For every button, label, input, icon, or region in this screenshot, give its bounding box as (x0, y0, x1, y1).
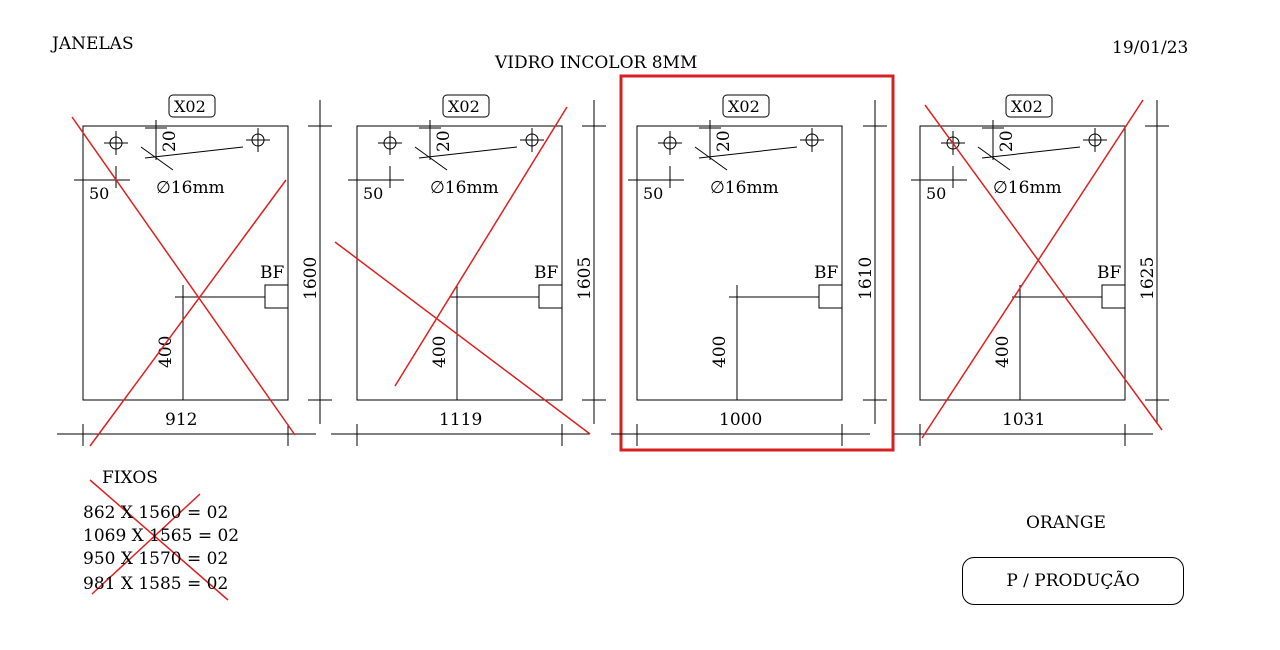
handle-box (264, 284, 289, 309)
leader-line (694, 146, 728, 171)
handle-box (1101, 284, 1126, 309)
handle-box (538, 284, 563, 309)
hole-offset-label: 20 (434, 130, 454, 152)
hole-icon (520, 128, 544, 152)
hole-diameter-label: ∅16mm (430, 178, 499, 198)
handle-height-label: 400 (430, 336, 450, 368)
leader-line (698, 146, 798, 159)
fixos-title: FIXOS (102, 468, 158, 488)
quantity-label: X02 (174, 97, 206, 116)
leader-line (981, 146, 1081, 159)
height-label: 1605 (575, 257, 595, 300)
hole-offset-label: 20 (714, 130, 734, 152)
height-label: 1600 (301, 257, 321, 300)
fixos-item: 1069 X 1565 = 02 (83, 526, 240, 546)
cancel-cross (924, 104, 1163, 431)
production-button[interactable]: P / PRODUÇÃO (962, 557, 1184, 605)
leader-line (144, 146, 244, 159)
window-panel (356, 94, 563, 401)
cancel-cross (921, 99, 1144, 439)
width-label: 1000 (719, 410, 762, 430)
width-label: 1119 (439, 410, 482, 430)
cancel-cross (89, 179, 287, 447)
quantity-badge (1005, 94, 1053, 118)
cancel-cross (394, 106, 568, 387)
hole-icon (104, 131, 128, 155)
edge-offset-label: 50 (363, 184, 383, 203)
fixos-item: 950 X 1570 = 02 (83, 549, 229, 569)
height-label: 1610 (856, 257, 876, 300)
fixos-cancel-cross (89, 479, 229, 601)
fixos-item: 862 X 1560 = 02 (83, 503, 229, 523)
hole-offset-label: 20 (997, 130, 1017, 152)
quantity-label: X02 (1011, 97, 1043, 116)
leader-line (418, 146, 518, 159)
handle-box (818, 284, 843, 309)
fixos-item: 981 X 1585 = 02 (83, 574, 229, 594)
window-panel (82, 94, 289, 401)
window-panel (919, 94, 1126, 401)
hole-offset-label: 20 (160, 130, 180, 152)
handle-height-label: 400 (710, 336, 730, 368)
hole-diameter-label: ∅16mm (710, 178, 779, 198)
width-label: 1031 (1002, 410, 1045, 430)
date: 19/01/23 (1112, 38, 1189, 58)
hole-icon (658, 131, 682, 155)
glass-outline (82, 125, 289, 401)
handle-label: BF (814, 263, 838, 283)
handle-label: BF (260, 263, 284, 283)
leader-line (414, 146, 448, 171)
glass-spec: VIDRO INCOLOR 8MM (495, 53, 698, 73)
hole-icon (378, 131, 402, 155)
edge-offset-label: 50 (926, 184, 946, 203)
quantity-label: X02 (448, 97, 480, 116)
client-name: ORANGE (1026, 513, 1106, 533)
handle-height-label: 400 (156, 336, 176, 368)
section-title: JANELAS (52, 34, 134, 54)
handle-height-label: 400 (993, 336, 1013, 368)
glass-outline (919, 125, 1126, 401)
leader-line (140, 146, 174, 171)
fixos-cancel-cross (91, 493, 201, 595)
width-label: 912 (165, 410, 197, 430)
window-panel (619, 74, 895, 452)
height-label: 1625 (1138, 257, 1158, 300)
quantity-badge (168, 94, 216, 118)
handle-label: BF (1097, 263, 1121, 283)
hole-icon (800, 128, 824, 152)
glass-outline (356, 125, 563, 401)
hole-icon (1083, 128, 1107, 152)
handle-label: BF (534, 263, 558, 283)
edge-offset-label: 50 (89, 184, 109, 203)
hole-icon (246, 128, 270, 152)
quantity-badge (442, 94, 490, 118)
quantity-label: X02 (728, 97, 760, 116)
quantity-badge (722, 94, 770, 118)
cancel-cross (334, 241, 591, 435)
edge-offset-label: 50 (643, 184, 663, 203)
glass-outline (636, 125, 843, 401)
highlight-frame (619, 74, 895, 452)
hole-diameter-label: ∅16mm (156, 178, 225, 198)
cancel-cross (71, 116, 296, 436)
hole-diameter-label: ∅16mm (993, 178, 1062, 198)
production-button-label: P / PRODUÇÃO (1006, 571, 1140, 591)
leader-line (977, 146, 1011, 171)
